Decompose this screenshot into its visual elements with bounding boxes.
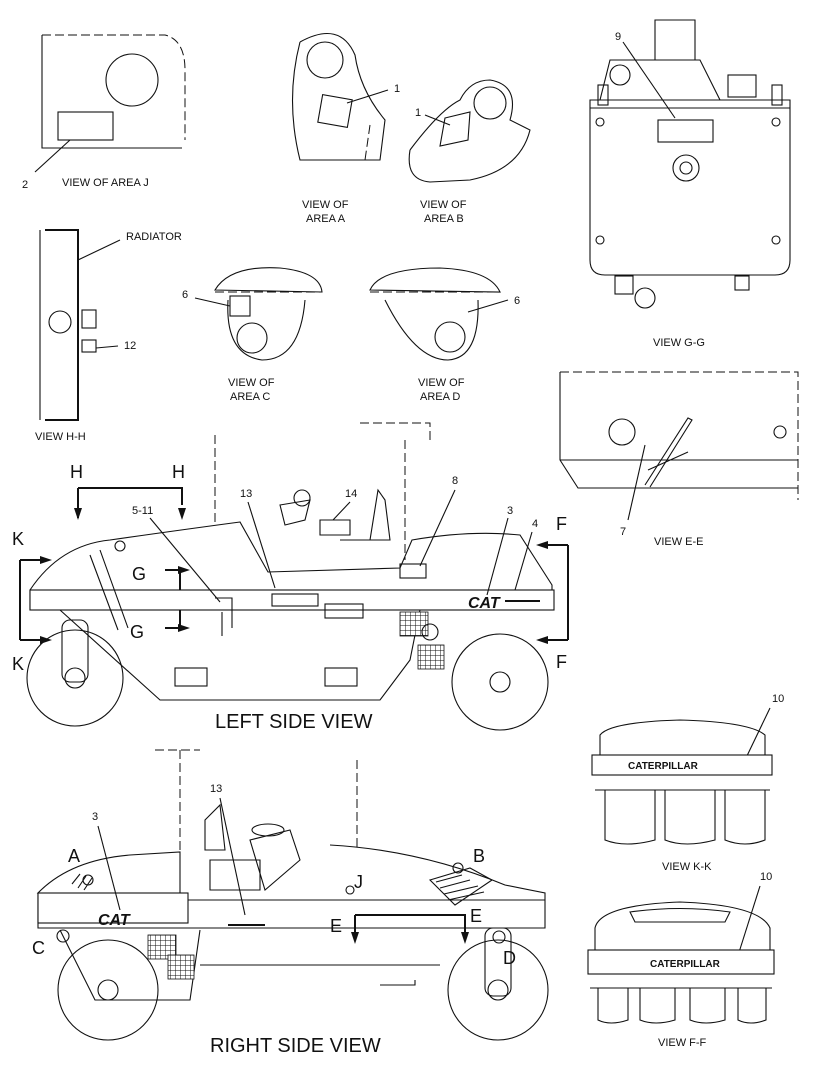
- section-d: D: [503, 948, 516, 968]
- callout-6-area-c: 6: [182, 289, 188, 301]
- section-h-right: H: [172, 462, 185, 482]
- section-g-bottom: G: [130, 622, 144, 642]
- left-side-view: H H K K F F G G: [12, 422, 569, 733]
- callout-1-area-a: 1: [394, 83, 400, 95]
- callout-14: 14: [345, 488, 357, 500]
- section-b: B: [473, 846, 485, 866]
- section-e-right: E: [470, 906, 482, 926]
- caption-view-of-d: VIEW OF: [418, 377, 465, 389]
- callout-9: 9: [615, 31, 621, 43]
- callout-3-left: 3: [507, 505, 513, 517]
- callout-13-left: 13: [240, 488, 252, 500]
- caption-area-d: AREA D: [420, 391, 460, 403]
- caption-area-c: AREA C: [230, 391, 270, 403]
- title-left-side-view: LEFT SIDE VIEW: [215, 711, 373, 733]
- caterpillar-logo-kk: CATERPILLAR: [628, 761, 699, 772]
- caption-view-gg: VIEW G-G: [653, 337, 705, 349]
- section-f-top: F: [556, 514, 567, 534]
- caption-view-ee: VIEW E-E: [654, 536, 704, 548]
- section-c: C: [32, 938, 45, 958]
- section-f-bottom: F: [556, 652, 567, 672]
- caption-view-kk: VIEW K-K: [662, 861, 712, 873]
- caption-view-of-b: VIEW OF: [420, 199, 467, 211]
- section-k-top: K: [12, 529, 24, 549]
- callout-7: 7: [620, 526, 626, 538]
- callout-6-area-d: 6: [514, 295, 520, 307]
- callout-12: 12: [124, 340, 136, 352]
- view-area-a: 1 VIEW OF AREA A: [292, 33, 400, 225]
- section-a: A: [68, 846, 80, 866]
- section-k-bottom: K: [12, 654, 24, 674]
- callout-3-right: 3: [92, 811, 98, 823]
- callout-4: 4: [532, 518, 538, 530]
- title-right-side-view: RIGHT SIDE VIEW: [210, 1035, 381, 1057]
- caption-area-a: AREA A: [306, 213, 346, 225]
- callout-1-area-b: 1: [415, 107, 421, 119]
- callout-10-kk: 10: [772, 693, 784, 705]
- callout-10-ff: 10: [760, 871, 772, 883]
- view-g-g: 9 VIEW G-G: [589, 19, 791, 349]
- view-area-b: 1 VIEW OF AREA B: [408, 79, 531, 225]
- callout-13-right: 13: [210, 783, 222, 795]
- view-area-d: 6 VIEW OF AREA D: [369, 267, 520, 403]
- caption-area-b: AREA B: [424, 213, 464, 225]
- label-radiator: RADIATOR: [126, 231, 182, 243]
- caption-view-ff: VIEW F-F: [658, 1037, 707, 1049]
- section-e-left: E: [330, 916, 342, 936]
- view-e-e: 7 VIEW E-E: [559, 371, 799, 548]
- section-h-left: H: [70, 462, 83, 482]
- caption-view-area-j: VIEW OF AREA J: [62, 177, 149, 189]
- view-area-j: 2 VIEW OF AREA J: [22, 34, 186, 191]
- view-h-h: RADIATOR 12 VIEW H-H: [35, 229, 182, 443]
- callout-5-11: 5-11: [132, 505, 153, 517]
- callout-8: 8: [452, 475, 458, 487]
- caption-view-of-a: VIEW OF: [302, 199, 349, 211]
- view-area-c: 6 VIEW OF AREA C: [182, 267, 323, 403]
- caterpillar-logo-ff: CATERPILLAR: [650, 959, 721, 970]
- cat-logo-right: CAT: [98, 912, 131, 929]
- section-g-top: G: [132, 564, 146, 584]
- section-j: J: [354, 872, 363, 892]
- right-side-view: E E A B C D J CAT 3 13 RIGHT SIDE VIEW: [32, 749, 549, 1057]
- cat-logo-left: CAT: [468, 595, 501, 612]
- view-k-k: 10 CATERPILLAR VIEW K-K: [591, 693, 784, 873]
- caption-view-of-c: VIEW OF: [228, 377, 275, 389]
- view-f-f: 10 CATERPILLAR VIEW F-F: [587, 871, 775, 1049]
- callout-2: 2: [22, 179, 28, 191]
- caption-view-hh: VIEW H-H: [35, 431, 86, 443]
